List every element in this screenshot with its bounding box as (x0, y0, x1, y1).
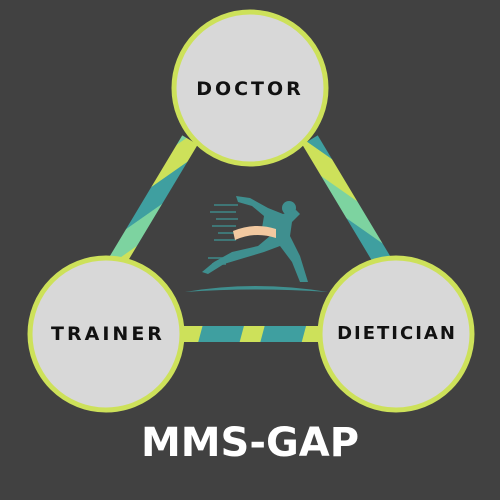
running-athlete-icon (185, 196, 328, 292)
node-dietician (317, 255, 475, 413)
band-doctor-trainer (107, 135, 198, 270)
band-doctor-dietician (302, 135, 393, 270)
diagram-title: MMS-GAP (140, 420, 360, 466)
node-doctor (171, 9, 329, 167)
node-trainer (27, 255, 185, 413)
doctor-label: DOCTOR (196, 78, 304, 100)
trainer-label: TRAINER (51, 323, 165, 345)
dietician-label: DIETICIAN (337, 323, 457, 344)
